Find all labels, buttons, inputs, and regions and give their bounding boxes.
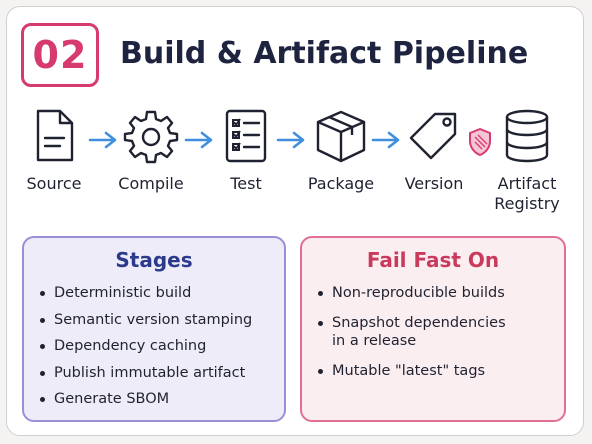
fail-fast-panel: Fail Fast On Non-reproducible builds Sna… [300, 236, 566, 422]
stages-panel: Stages Deterministic build Semantic vers… [22, 236, 286, 422]
stage-label: Test [230, 174, 262, 193]
database-icon [505, 109, 549, 163]
fail-fast-list: Non-reproducible builds Snapshot depende… [302, 284, 564, 380]
arrow-right-icon [184, 131, 213, 149]
stage-test: Test [202, 108, 290, 194]
shield-icon [469, 128, 491, 156]
stage-package: Package [297, 108, 385, 194]
stage-compile: Compile [107, 108, 195, 194]
list-item: Snapshot dependencies in a release [316, 314, 522, 350]
list-item: Publish immutable artifact [38, 364, 284, 382]
list-item: Non-reproducible builds [316, 284, 564, 302]
stages-list: Deterministic build Semantic version sta… [24, 284, 284, 408]
page-title: Build & Artifact Pipeline [120, 36, 529, 71]
box-icon [316, 110, 366, 163]
checklist-icon [225, 109, 267, 163]
stages-panel-title: Stages [115, 248, 193, 272]
stage-label: Version [404, 174, 464, 193]
list-item: Dependency caching [38, 337, 284, 355]
list-item: Semantic version stamping [38, 311, 284, 329]
arrow-right-icon [371, 131, 400, 149]
list-item: Generate SBOM [38, 390, 284, 408]
stage-label: Package [307, 174, 375, 193]
list-item: Mutable "latest" tags [316, 362, 564, 380]
section-number-badge: 02 [21, 23, 99, 87]
stage-artifact-registry: Artifact Registry [483, 108, 571, 214]
arrow-right-icon [276, 131, 305, 149]
stage-source: Source [10, 108, 98, 194]
stage-version: Version [390, 108, 478, 194]
fail-fast-panel-title: Fail Fast On [366, 248, 500, 272]
arrow-right-icon [88, 131, 117, 149]
stage-label: Compile [118, 174, 184, 193]
gear-icon [123, 110, 179, 164]
stage-label: Source [26, 174, 82, 193]
document-icon [36, 109, 74, 162]
stage-label: Artifact Registry [494, 174, 560, 213]
tag-icon [409, 112, 457, 160]
list-item: Deterministic build [38, 284, 284, 302]
